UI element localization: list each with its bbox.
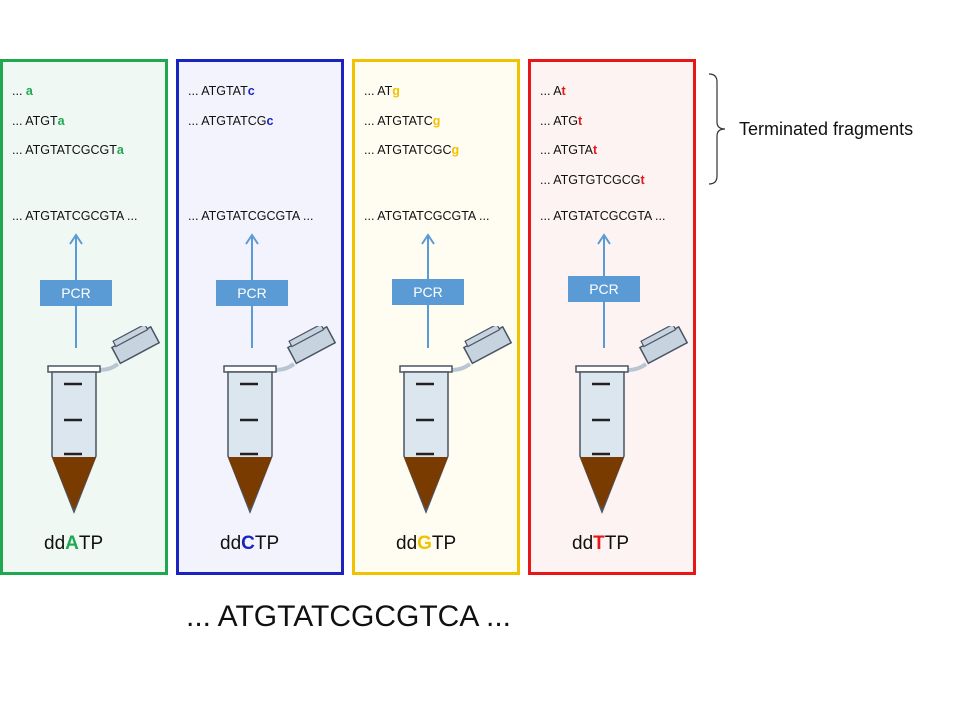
terminated-fragment: ... ATGTATCGc [188, 114, 273, 128]
label-prefix: dd [396, 533, 418, 554]
label-prefix: dd [44, 533, 66, 554]
label-suffix: TP [78, 533, 104, 554]
pcr-box: PCR [568, 276, 640, 302]
terminated-fragments-label: Terminated fragments [739, 119, 914, 139]
template-strand: ... ATGTATCGCGTA ... [12, 209, 138, 223]
panel-ddctp [176, 59, 344, 575]
template-strand: ... ATGTATCGCGTA ... [364, 209, 490, 223]
fragment-prefix: ... [12, 84, 26, 98]
fragment-terminator: c [266, 114, 274, 128]
terminated-fragment: ... a [12, 84, 33, 98]
label-base: G [417, 533, 432, 554]
panel-ddttp [528, 59, 696, 575]
terminated-fragment: ... ATg [364, 84, 400, 98]
label-base: T [593, 533, 605, 554]
template-sequence: ... ATGTATCGCGTCA ... [186, 600, 512, 633]
label-suffix: TP [431, 533, 457, 554]
fragment-prefix: ... ATG [540, 114, 578, 128]
fragment-prefix: ... ATGTATCG [188, 114, 267, 128]
fragment-prefix: ... AT [364, 84, 393, 98]
terminated-fragment: ... ATGTATCg [364, 114, 440, 128]
ddntp-label: ddATP [44, 533, 103, 555]
terminated-fragment: ... ATGTATCGCGTa [12, 143, 124, 157]
fragment-terminator: g [451, 143, 460, 157]
fragment-terminator: a [25, 84, 33, 98]
fragment-prefix: ... ATGTGTCGCG [540, 173, 641, 187]
pcr-box: PCR [392, 279, 464, 305]
eppendorf-tube-icon [47, 326, 161, 515]
ddntp-label: ddGTP [396, 533, 456, 555]
label-base: C [241, 533, 255, 554]
terminated-fragment: ... ATGTATc [188, 84, 255, 98]
fragment-terminator: c [247, 84, 255, 98]
label-prefix: dd [220, 533, 242, 554]
fragment-terminator: a [116, 143, 124, 157]
fragment-prefix: ... ATGT [12, 114, 58, 128]
pcr-box: PCR [40, 280, 112, 306]
terminated-fragment: ... ATGTATCGCg [364, 143, 459, 157]
panel-ddgtp [352, 59, 520, 575]
label-base: A [65, 533, 79, 554]
fragment-terminator: a [57, 114, 65, 128]
fragment-prefix: ... ATGTA [540, 143, 594, 157]
template-strand: ... ATGTATCGCGTA ... [188, 209, 314, 223]
fragment-terminator: t [577, 114, 583, 128]
terminated-fragment: ... ATGTAt [540, 143, 597, 157]
label-suffix: TP [604, 533, 630, 554]
terminated-fragment: ... ATGTa [12, 114, 65, 128]
fragment-terminator: t [593, 143, 598, 157]
fragment-terminator: g [432, 114, 441, 128]
terminated-fragment: ... At [540, 84, 566, 98]
fragment-prefix: ... ATGTATCGCGT [12, 143, 117, 157]
fragment-terminator: t [640, 173, 645, 187]
ddntp-label: ddCTP [220, 533, 279, 555]
fragment-terminator: t [561, 84, 566, 98]
fragment-prefix: ... ATGTAT [188, 84, 248, 98]
pcr-box: PCR [216, 280, 288, 306]
terminated-fragment: ... ATGTGTCGCGt [540, 173, 645, 187]
eppendorf-tube-icon [575, 326, 689, 515]
fragment-terminator: g [392, 84, 400, 98]
fragment-prefix: ... A [540, 84, 562, 98]
fragment-prefix: ... ATGTATCGC [364, 143, 452, 157]
terminated-fragment: ... ATGt [540, 114, 582, 128]
bracket-icon [708, 73, 726, 185]
template-strand: ... ATGTATCGCGTA ... [540, 209, 666, 223]
fragment-prefix: ... ATGTATC [364, 114, 433, 128]
eppendorf-tube-icon [399, 326, 513, 515]
eppendorf-tube-icon [223, 326, 337, 515]
label-prefix: dd [572, 533, 594, 554]
panel-ddatp [0, 59, 168, 575]
ddntp-label: ddTTP [572, 533, 629, 555]
label-suffix: TP [254, 533, 280, 554]
